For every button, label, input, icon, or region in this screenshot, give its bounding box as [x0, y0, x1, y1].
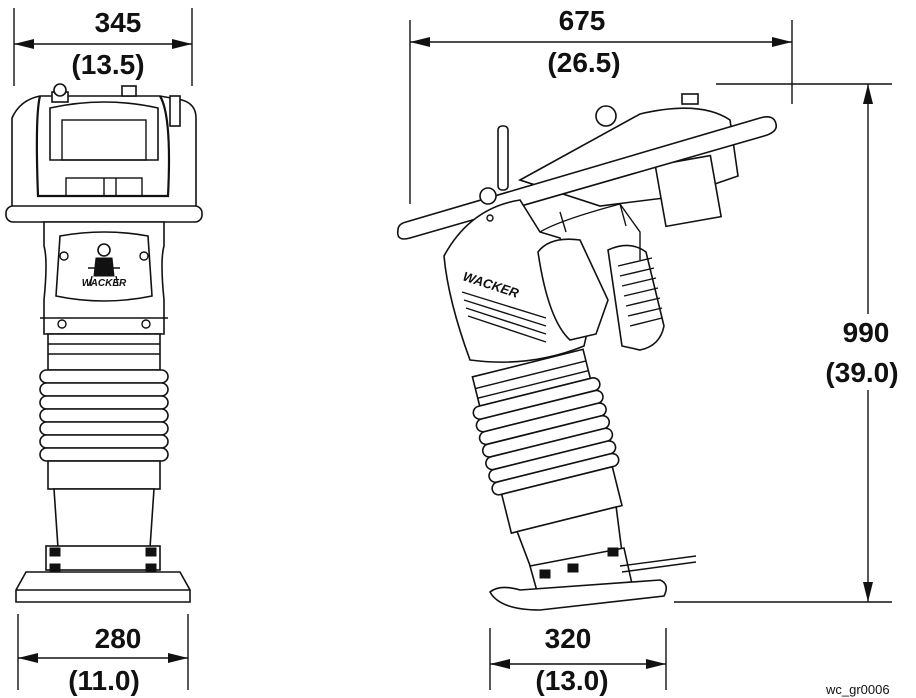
side-base-in: (13.0) [535, 665, 608, 696]
dimension-labels: 345 (13.5) 280 (11.0) 675 (26.5) 990 (39… [52, 5, 912, 698]
figure-reference: wc_gr0006 [825, 682, 890, 697]
side-base-mm: 320 [545, 623, 592, 654]
side-height-in: (39.0) [825, 357, 898, 388]
front-width-mm: 345 [95, 7, 142, 38]
front-view: WACKER [5, 83, 203, 603]
side-view: WACKER [396, 93, 778, 611]
front-logo: WACKER [82, 278, 127, 289]
side-muffler-fins [617, 257, 663, 327]
side-height-mm: 990 [843, 317, 890, 348]
dimension-lines [13, 8, 892, 690]
front-base-in: (11.0) [68, 665, 140, 696]
side-length-in: (26.5) [547, 47, 620, 78]
front-width-in: (13.5) [71, 49, 144, 80]
front-bellows [39, 369, 169, 462]
side-bellows [471, 348, 624, 581]
side-length-mm: 675 [559, 5, 606, 36]
front-base-mm: 280 [95, 623, 142, 654]
